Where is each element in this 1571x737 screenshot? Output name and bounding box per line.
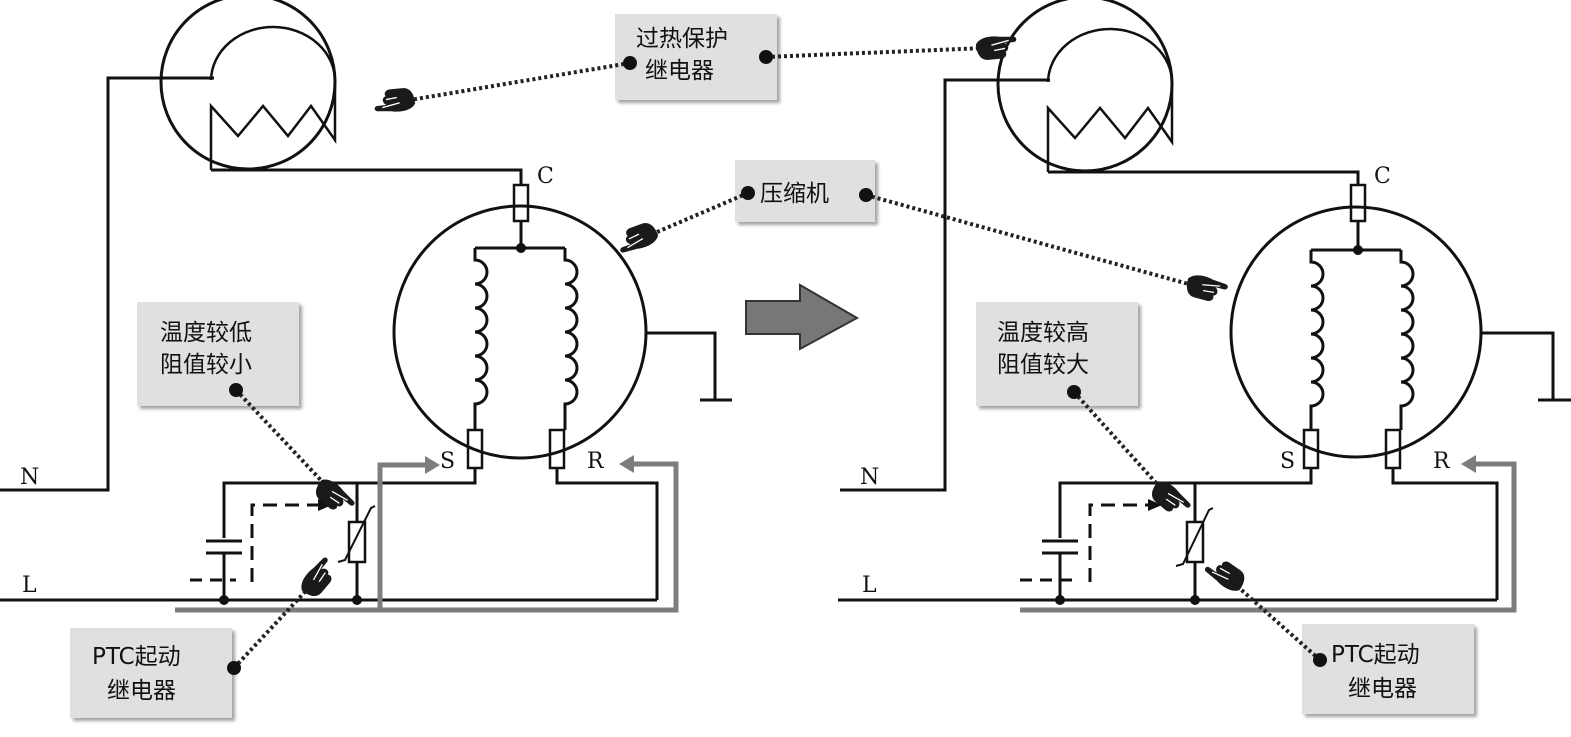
start-winding-coil	[1309, 250, 1325, 430]
pointing-hand-icon	[974, 33, 1019, 62]
svg-text:PTC起动: PTC起动	[92, 644, 181, 670]
right-circuit	[838, 0, 1571, 602]
pointer-dots	[227, 50, 1327, 675]
terminal-c-block	[512, 183, 530, 223]
label-r-left: R	[587, 449, 605, 474]
pointing-hand-icon	[613, 219, 662, 257]
label-c-left: C	[537, 164, 554, 189]
pointing-hand-icon	[296, 554, 342, 602]
neutral-wire	[0, 76, 214, 492]
pointing-hand-icon	[1201, 552, 1250, 596]
svg-text:阻值较小: 阻值较小	[160, 352, 252, 378]
right-current-path	[1020, 455, 1517, 613]
left-current-path	[175, 455, 679, 613]
overheat-relay-symbol	[996, 0, 1174, 173]
ground-wire	[646, 331, 717, 400]
label-n-right: N	[860, 465, 879, 490]
relay-to-c-wire	[1048, 170, 1360, 185]
callout-compressor: 压缩机	[735, 160, 875, 222]
label-r-right: R	[1433, 449, 1451, 474]
bimetal-heater-zigzag	[209, 25, 337, 170]
svg-text:继电器: 继电器	[645, 58, 714, 84]
ground-wire	[1481, 331, 1555, 400]
label-s-right: S	[1280, 449, 1295, 474]
run-winding-coil	[1399, 250, 1415, 430]
label-n-left: N	[20, 465, 39, 490]
terminal-r-block	[548, 428, 566, 470]
relay-to-c-wire	[211, 168, 523, 185]
label-s-left: S	[440, 449, 455, 474]
svg-text:继电器: 继电器	[107, 678, 176, 704]
run-winding-coil	[563, 248, 579, 430]
label-l-right: L	[862, 573, 877, 598]
callout-ptc-left: PTC起动 继电器	[70, 628, 232, 718]
pointing-hand-icon	[372, 86, 417, 115]
svg-text:过热保护: 过热保护	[636, 26, 728, 52]
compressor-symbol	[1229, 205, 1483, 459]
callout-ptc-right: PTC起动 继电器	[1302, 624, 1474, 714]
callout-overheat-relay: 过热保护 继电器	[615, 14, 777, 100]
pointing-hand-icon	[1183, 271, 1230, 306]
label-c-right: C	[1374, 164, 1391, 189]
overheat-relay-symbol	[159, 0, 337, 171]
svg-text:继电器: 继电器	[1348, 676, 1417, 702]
pointing-hand-icon	[310, 474, 358, 520]
left-circuit	[0, 0, 732, 602]
terminal-c-block	[1349, 183, 1367, 223]
pointer-lines	[232, 46, 1322, 670]
svg-text:压缩机: 压缩机	[760, 181, 829, 207]
bimetal-heater-zigzag	[1046, 27, 1174, 172]
neutral-wire	[840, 78, 1050, 492]
svg-text:温度较高: 温度较高	[997, 320, 1089, 346]
callout-high-temp: 温度较高 阻值较大	[976, 302, 1138, 406]
label-l-left: L	[22, 573, 37, 598]
start-winding-coil	[473, 248, 489, 430]
svg-text:PTC起动: PTC起动	[1331, 642, 1420, 668]
svg-text:阻值较大: 阻值较大	[997, 352, 1089, 378]
transition-arrow	[745, 283, 860, 351]
ptc-thermistor	[347, 520, 367, 564]
callout-low-temp: 温度较低 阻值较小	[137, 302, 299, 406]
svg-text:温度较低: 温度较低	[160, 320, 252, 346]
